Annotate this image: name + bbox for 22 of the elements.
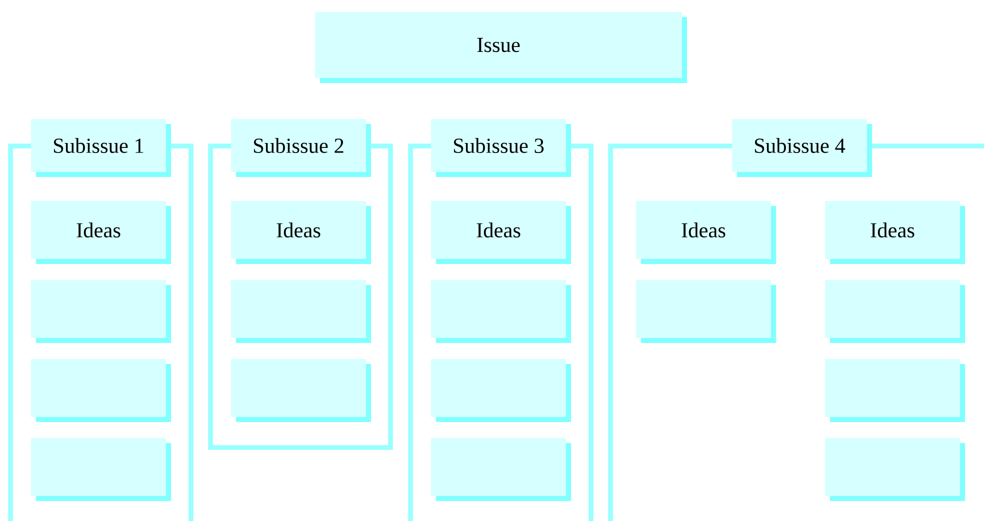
idea-box xyxy=(431,280,571,343)
idea-box: Ideas xyxy=(31,201,171,264)
idea-box xyxy=(636,280,776,343)
idea-box: Ideas xyxy=(636,201,776,264)
idea-box xyxy=(431,438,571,501)
idea-box xyxy=(825,438,966,501)
issue-box: Issue xyxy=(315,12,687,83)
idea-box xyxy=(31,359,171,422)
idea-box xyxy=(431,359,571,422)
subissue-box: Subissue 4 xyxy=(732,119,872,177)
subissue-box: Subissue 1 xyxy=(31,119,171,177)
subissue-box: Subissue 2 xyxy=(231,119,371,177)
idea-box: Ideas xyxy=(431,201,571,264)
idea-box xyxy=(825,359,966,422)
idea-box xyxy=(31,280,171,343)
idea-box: Ideas xyxy=(231,201,371,264)
idea-box: Ideas xyxy=(825,201,966,264)
idea-box xyxy=(231,359,371,422)
subissue-box: Subissue 3 xyxy=(431,119,571,177)
idea-box xyxy=(825,280,966,343)
idea-box xyxy=(231,280,371,343)
idea-box xyxy=(31,438,171,501)
